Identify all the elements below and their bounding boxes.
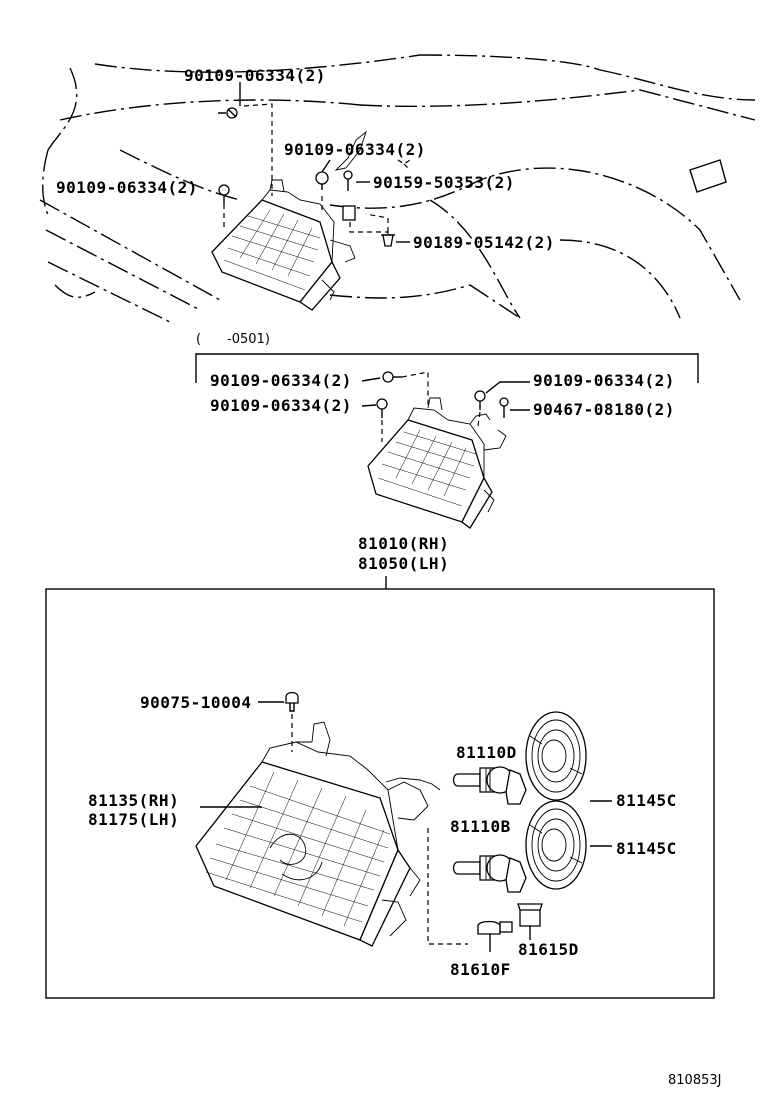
detail-leaders	[200, 800, 612, 847]
label-variant-bolt-c: 90109-06334(2)	[533, 371, 675, 390]
label-screw-detail: 90075-10004	[140, 693, 251, 712]
figure-code: 810853J	[668, 1073, 721, 1088]
bulb-d-icon	[452, 766, 527, 805]
detail-frame	[45, 588, 715, 999]
label-clip: 90189-05142(2)	[413, 233, 555, 252]
vehicle-body-outline	[39, 54, 756, 323]
label-bulb-b: 81110B	[450, 817, 511, 836]
headlamp-variant	[367, 397, 507, 529]
label-bolt-upper: 90109-06334(2)	[184, 66, 326, 85]
socket-icon	[517, 903, 543, 940]
bulb-b-icon	[452, 854, 527, 893]
screw-icon	[343, 170, 353, 191]
headlamp-unit	[195, 721, 441, 947]
label-assembly-rh: 81010(RH)	[358, 534, 449, 553]
headlamp-top-view	[211, 179, 356, 311]
variant-fasteners	[376, 371, 509, 418]
label-bolt-left: 90109-06334(2)	[56, 178, 198, 197]
label-screw-top: 90159-50353(2)	[373, 173, 515, 192]
label-unit-rh: 81135(RH)	[88, 791, 179, 810]
label-unit-lh: 81175(LH)	[88, 810, 179, 829]
bolt-icon	[382, 371, 402, 383]
top-fasteners	[218, 107, 395, 247]
label-bulb-d: 81110D	[456, 743, 517, 762]
label-small-bulb: 81610F	[450, 960, 511, 979]
small-bulb-icon	[477, 920, 513, 952]
label-socket: 81615D	[518, 940, 579, 959]
bolt-icon	[474, 390, 486, 410]
label-variant-bolt-b: 90109-06334(2)	[210, 396, 352, 415]
screw-icon	[499, 397, 509, 418]
detail-guide	[427, 828, 468, 945]
label-variant-bolt-a: 90109-06334(2)	[210, 371, 352, 390]
variant-bracket	[195, 353, 699, 383]
bolt-icon	[218, 107, 238, 119]
bulb-cap-lower-icon	[525, 800, 587, 890]
bulb-cap-upper-icon	[525, 711, 587, 801]
bolt-icon	[315, 171, 329, 190]
label-cap-upper: 81145C	[616, 791, 677, 810]
bolt-icon	[218, 184, 230, 204]
label-date-range: ( -0501)	[196, 332, 270, 347]
variant-leaders	[361, 371, 530, 442]
bolt-icon	[376, 398, 388, 418]
clip-icon	[381, 234, 395, 247]
label-assembly-lh: 81050(LH)	[358, 554, 449, 573]
screw-icon	[285, 691, 299, 712]
top-leaders	[223, 82, 411, 243]
label-bolt-mid: 90109-06334(2)	[284, 140, 426, 159]
label-variant-screw: 90467-08180(2)	[533, 400, 675, 419]
label-cap-lower: 81145C	[616, 839, 677, 858]
